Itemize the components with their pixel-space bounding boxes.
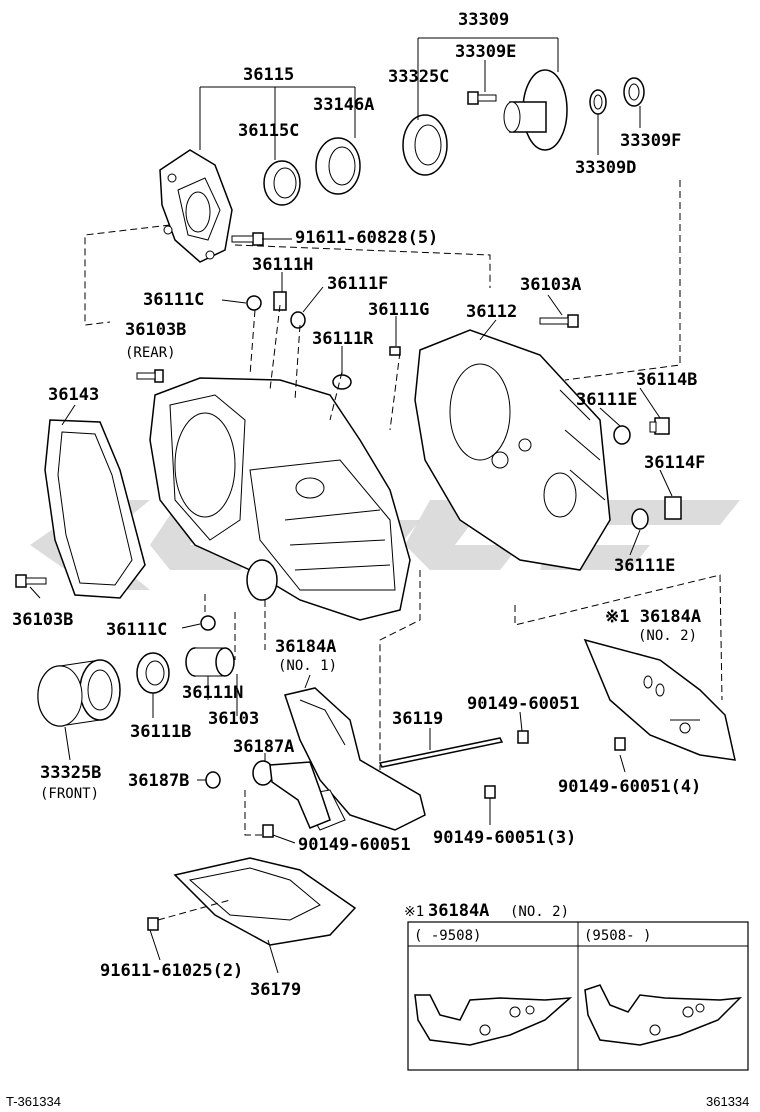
shaft-flange-33309 <box>503 69 568 151</box>
label-90149-3: 90149-60051(3) <box>433 828 576 848</box>
oil-seal-33146A <box>315 137 361 195</box>
part-labels: 33309 33309E 33325C 36115 33146A 36115C … <box>12 10 705 1000</box>
washer-33309D <box>589 89 607 115</box>
bushing-33325B <box>37 659 121 727</box>
label-33146A: 33146A <box>313 95 374 115</box>
label-rear: (REAR) <box>125 345 176 361</box>
bolt-90149-4 <box>614 737 626 751</box>
label-no1: (NO. 1) <box>278 658 337 674</box>
nut-33309F <box>623 77 645 107</box>
label-36111B: 36111B <box>130 722 191 742</box>
label-33309D: 33309D <box>575 158 636 178</box>
label-front: (FRONT) <box>40 786 99 802</box>
label-36111E-bot: 36111E <box>614 556 675 576</box>
bearing-33325C <box>402 114 448 176</box>
inset-36184A-no2: ※1 36184A (NO. 2) ( -9508) (9508- ) <box>404 901 749 1071</box>
gasket-36143 <box>44 419 146 599</box>
washer-36111E-bot <box>631 508 649 530</box>
plug-36114B <box>649 417 670 435</box>
leader-lines <box>29 37 700 974</box>
label-36103A: 36103A <box>520 275 581 295</box>
inset-title-part: 36184A <box>428 901 489 921</box>
label-36114F: 36114F <box>644 453 705 473</box>
inset-cover-late <box>584 984 743 1046</box>
label-36103: 36103 <box>208 709 259 729</box>
label-36112: 36112 <box>466 302 517 322</box>
label-90149-4: 90149-60051(4) <box>558 777 701 797</box>
bolt-90149-3 <box>484 785 496 799</box>
plug-36111F <box>290 311 306 329</box>
label-36115C: 36115C <box>238 121 299 141</box>
label-36119: 36119 <box>392 709 443 729</box>
bolt-91611-60828 <box>231 232 264 246</box>
label-36111N: 36111N <box>182 683 243 703</box>
pin-36111G <box>389 346 401 356</box>
bolt-36103B-top <box>136 369 164 383</box>
plug-36111C-top <box>246 295 262 311</box>
plug-36111H <box>273 291 287 311</box>
label-91611-60828: 91611-60828(5) <box>295 228 438 248</box>
cover-36184A-no1 <box>284 687 426 831</box>
label-33325B: 33325B <box>40 763 101 783</box>
label-36143: 36143 <box>48 385 99 405</box>
sensor-36187A <box>252 760 331 829</box>
bolt-33309E <box>467 91 497 105</box>
rear-bearing-retainer-36115 <box>159 149 233 263</box>
label-36111E-top: 36111E <box>576 390 637 410</box>
footer-left: T-361334 <box>6 1094 61 1109</box>
transfer-case-36103 <box>149 377 411 621</box>
bolt-91611-61025 <box>147 917 159 931</box>
inset-cover-early <box>414 994 573 1046</box>
inset-col-right: (9508- ) <box>584 928 651 944</box>
oil-seal-36111B <box>136 652 170 694</box>
label-36115: 36115 <box>243 65 294 85</box>
transfer-case-36112 <box>414 329 611 571</box>
o-ring-36187B <box>205 771 221 789</box>
inset-title-mark: ※1 <box>404 904 424 920</box>
rod-36119 <box>378 737 504 768</box>
label-36111C-mid: 36111C <box>106 620 167 640</box>
label-36184A-mid: 36184A <box>275 637 336 657</box>
plug-36111C-mid <box>200 615 216 631</box>
label-91611-61025: 91611-61025(2) <box>100 961 243 981</box>
bolt-90149-b <box>262 824 274 838</box>
label-36187A: 36187A <box>233 737 294 757</box>
label-90149-b: 90149-60051 <box>298 835 411 855</box>
assembly-lines <box>84 180 723 921</box>
washer-36111E-top <box>613 425 631 445</box>
plug-36114F <box>664 496 682 520</box>
label-no2: (NO. 2) <box>638 628 697 644</box>
label-36184A-right: ※1 36184A <box>605 607 701 627</box>
bolt-36103A <box>539 314 579 328</box>
bolt-36103B-left <box>15 574 47 588</box>
label-36103B-top: 36103B <box>125 320 186 340</box>
bushing-36111N <box>185 647 235 677</box>
label-36111F: 36111F <box>327 274 388 294</box>
label-33309E: 33309E <box>455 42 516 62</box>
inset-title-suffix: (NO. 2) <box>510 904 569 920</box>
gasket-36111R <box>332 374 352 390</box>
label-36103B-left: 36103B <box>12 610 73 630</box>
inset-col-left: ( -9508) <box>414 928 481 944</box>
label-33325C: 33325C <box>388 67 449 87</box>
label-90149-a: 90149-60051 <box>467 694 580 714</box>
label-36114B: 36114B <box>636 370 697 390</box>
oil-seal-36115C <box>263 160 301 206</box>
label-36111H: 36111H <box>252 255 313 275</box>
bolt-90149-a <box>517 730 529 744</box>
cover-36184A-no2 <box>583 638 736 761</box>
label-33309F: 33309F <box>620 131 681 151</box>
label-36111C-top: 36111C <box>143 290 204 310</box>
footer-right: 361334 <box>706 1094 749 1109</box>
label-36111R: 36111R <box>312 329 374 349</box>
label-36187B: 36187B <box>128 771 189 791</box>
oil-pan-36179 <box>173 857 357 946</box>
label-36179: 36179 <box>250 980 301 1000</box>
label-36111G: 36111G <box>368 300 429 320</box>
label-33309: 33309 <box>458 10 509 30</box>
